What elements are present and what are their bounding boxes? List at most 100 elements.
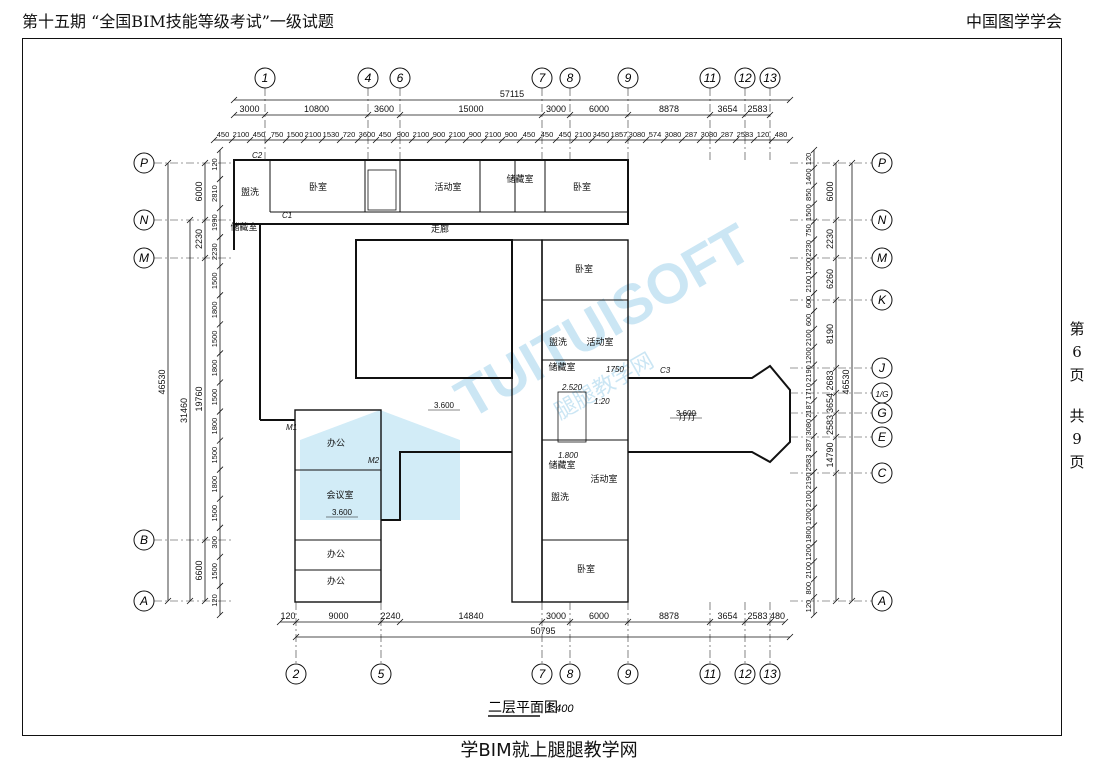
left-detail-dim-tick bbox=[216, 146, 224, 154]
axis-bubble-top-label: 8 bbox=[567, 71, 574, 85]
top-detail-dim-text: 450 bbox=[523, 130, 536, 139]
axis-bubble-left-label: A bbox=[139, 594, 148, 608]
right-detail-dim-tick bbox=[810, 343, 818, 351]
bottom-axis-dim-tick bbox=[538, 618, 546, 626]
right-detail-dim-text: 1200 bbox=[804, 258, 813, 275]
top-detail-dim-tick bbox=[390, 136, 398, 144]
bottom-axis-dim-tick bbox=[781, 618, 789, 626]
axis-bubble-left bbox=[133, 209, 155, 231]
right-detail-dim-tick bbox=[810, 558, 818, 565]
axis-bubble-right bbox=[871, 247, 893, 269]
axis-bubble-top-label: 13 bbox=[763, 71, 777, 85]
top-detail-dim-tick bbox=[660, 136, 668, 144]
bottom-axis-dim-tick bbox=[566, 618, 574, 626]
page-indicator: 第 6 页 共 9 页 bbox=[1068, 318, 1086, 474]
right-detail-dim-tick bbox=[810, 432, 818, 440]
axis-bubble-top-label: 9 bbox=[625, 71, 632, 85]
axis-bubble-left bbox=[133, 529, 155, 551]
top-detail-dim-tick bbox=[264, 136, 272, 144]
top-detail-dim-tick bbox=[246, 136, 254, 144]
room-label: 走廊 bbox=[431, 223, 449, 234]
top-detail-dim-tick bbox=[696, 136, 704, 144]
top-detail-dim-tick bbox=[534, 136, 542, 144]
axis-bubble-bottom-label: 2 bbox=[292, 667, 300, 681]
axis-bubble-bottom bbox=[531, 663, 553, 685]
right-detail-dim-tick bbox=[810, 236, 818, 243]
right-detail-dim-text: 1200 bbox=[804, 544, 813, 561]
top-detail-dim-tick bbox=[372, 136, 380, 144]
axis-bubble-right bbox=[871, 462, 893, 484]
top-detail-dim-tick bbox=[444, 136, 452, 144]
top-detail-dim-text: 450 bbox=[253, 130, 266, 139]
right-detail-dim-text: 1200 bbox=[804, 347, 813, 364]
axis-bubble-top bbox=[559, 67, 581, 89]
bottom-axis-dim-text: 8878 bbox=[659, 611, 679, 621]
right-detail-dim-tick bbox=[810, 397, 818, 404]
bottom-axis-dim-text: 2240 bbox=[380, 611, 400, 621]
right-detail-dim-text: 600 bbox=[804, 314, 813, 327]
bottom-axis-dim-text: 2583 bbox=[747, 611, 767, 621]
right-mid-dim-tick bbox=[832, 254, 840, 262]
top-detail-dim-tick bbox=[624, 136, 632, 144]
top-axis-dim-text: 3000 bbox=[239, 104, 259, 114]
axis-bubble-right-label: C bbox=[878, 466, 887, 480]
axis-bubble-right bbox=[871, 590, 893, 612]
axis-bubble-left-label: N bbox=[140, 213, 149, 227]
top-detail-dim-text: 2100 bbox=[233, 130, 250, 139]
left-detail-dim-text: 2810 bbox=[210, 185, 219, 202]
axis-bubble-top bbox=[734, 67, 756, 89]
left-detail-dim-tick bbox=[216, 524, 224, 532]
room-label: 办公 bbox=[327, 548, 345, 559]
top-detail-dim-text: 287 bbox=[721, 130, 734, 139]
axis-bubble-left-label: B bbox=[140, 533, 148, 547]
left-inner-dim-text: 19760 bbox=[194, 386, 204, 411]
left-inner-dim-text: 6000 bbox=[194, 181, 204, 201]
top-detail-dim-tick bbox=[768, 136, 776, 144]
right-detail-dim-tick bbox=[810, 379, 818, 386]
drawing-scale: 1:400 bbox=[546, 703, 574, 715]
top-axis-dim-text: 3000 bbox=[546, 104, 566, 114]
top-detail-dim-text: 120 bbox=[757, 130, 770, 139]
right-mid-dim-text: 2683 bbox=[825, 370, 835, 390]
left-detail-dim-text: 1500 bbox=[210, 447, 219, 464]
left-detail-dim-tick bbox=[216, 495, 224, 503]
left-detail-dim-text: 120 bbox=[210, 594, 219, 607]
top-detail-dim-tick bbox=[750, 136, 758, 144]
right-detail-dim-text: 120 bbox=[804, 153, 813, 166]
right-mid-dim-tick bbox=[832, 597, 840, 605]
top-detail-dim-text: 3080 bbox=[629, 130, 646, 139]
top-axis-dim-tick bbox=[538, 111, 546, 119]
top-detail-dim-tick bbox=[462, 136, 470, 144]
axis-bubble-left bbox=[133, 152, 155, 174]
page-char: 6 bbox=[1072, 343, 1082, 361]
bottom-axis-dim-text: 6000 bbox=[589, 611, 609, 621]
top-detail-dim-text: 750 bbox=[271, 130, 284, 139]
axis-bubble-bottom bbox=[734, 663, 756, 685]
axis-bubble-top-label: 1 bbox=[262, 71, 269, 85]
axis-grid bbox=[154, 88, 872, 664]
right-detail-dim-text: 2230 bbox=[804, 240, 813, 257]
right-detail-dim-tick bbox=[810, 486, 818, 494]
axis-bubble-bottom-label: 5 bbox=[378, 667, 385, 681]
left-detail-dim-text: 1800 bbox=[210, 476, 219, 493]
left-inner-dim-text: 2230 bbox=[194, 229, 204, 249]
right-mid-dim-tick bbox=[832, 216, 840, 224]
bottom-axis-dim-tick bbox=[766, 618, 774, 626]
right-detail-dim-text: 2190 bbox=[804, 365, 813, 382]
right-detail-dim-tick bbox=[810, 522, 818, 529]
top-overall-dim-text: 57115 bbox=[500, 89, 524, 99]
right-detail-dim-tick bbox=[810, 146, 818, 154]
axis-bubble-bottom bbox=[699, 663, 721, 685]
top-detail-dim-tick bbox=[480, 136, 488, 144]
axis-bubble-bottom-label: 7 bbox=[539, 667, 547, 681]
top-detail-dim-tick bbox=[714, 136, 722, 144]
left-outer-dim-tick bbox=[164, 159, 172, 167]
top-detail-dim-text: 2100 bbox=[305, 130, 322, 139]
right-mid-dim-tick bbox=[832, 433, 840, 441]
top-detail-dim-text: 900 bbox=[397, 130, 410, 139]
top-axis-dim-text: 15000 bbox=[458, 104, 483, 114]
room-label: 办公 bbox=[327, 437, 345, 448]
plan-label: M1 bbox=[286, 423, 297, 432]
